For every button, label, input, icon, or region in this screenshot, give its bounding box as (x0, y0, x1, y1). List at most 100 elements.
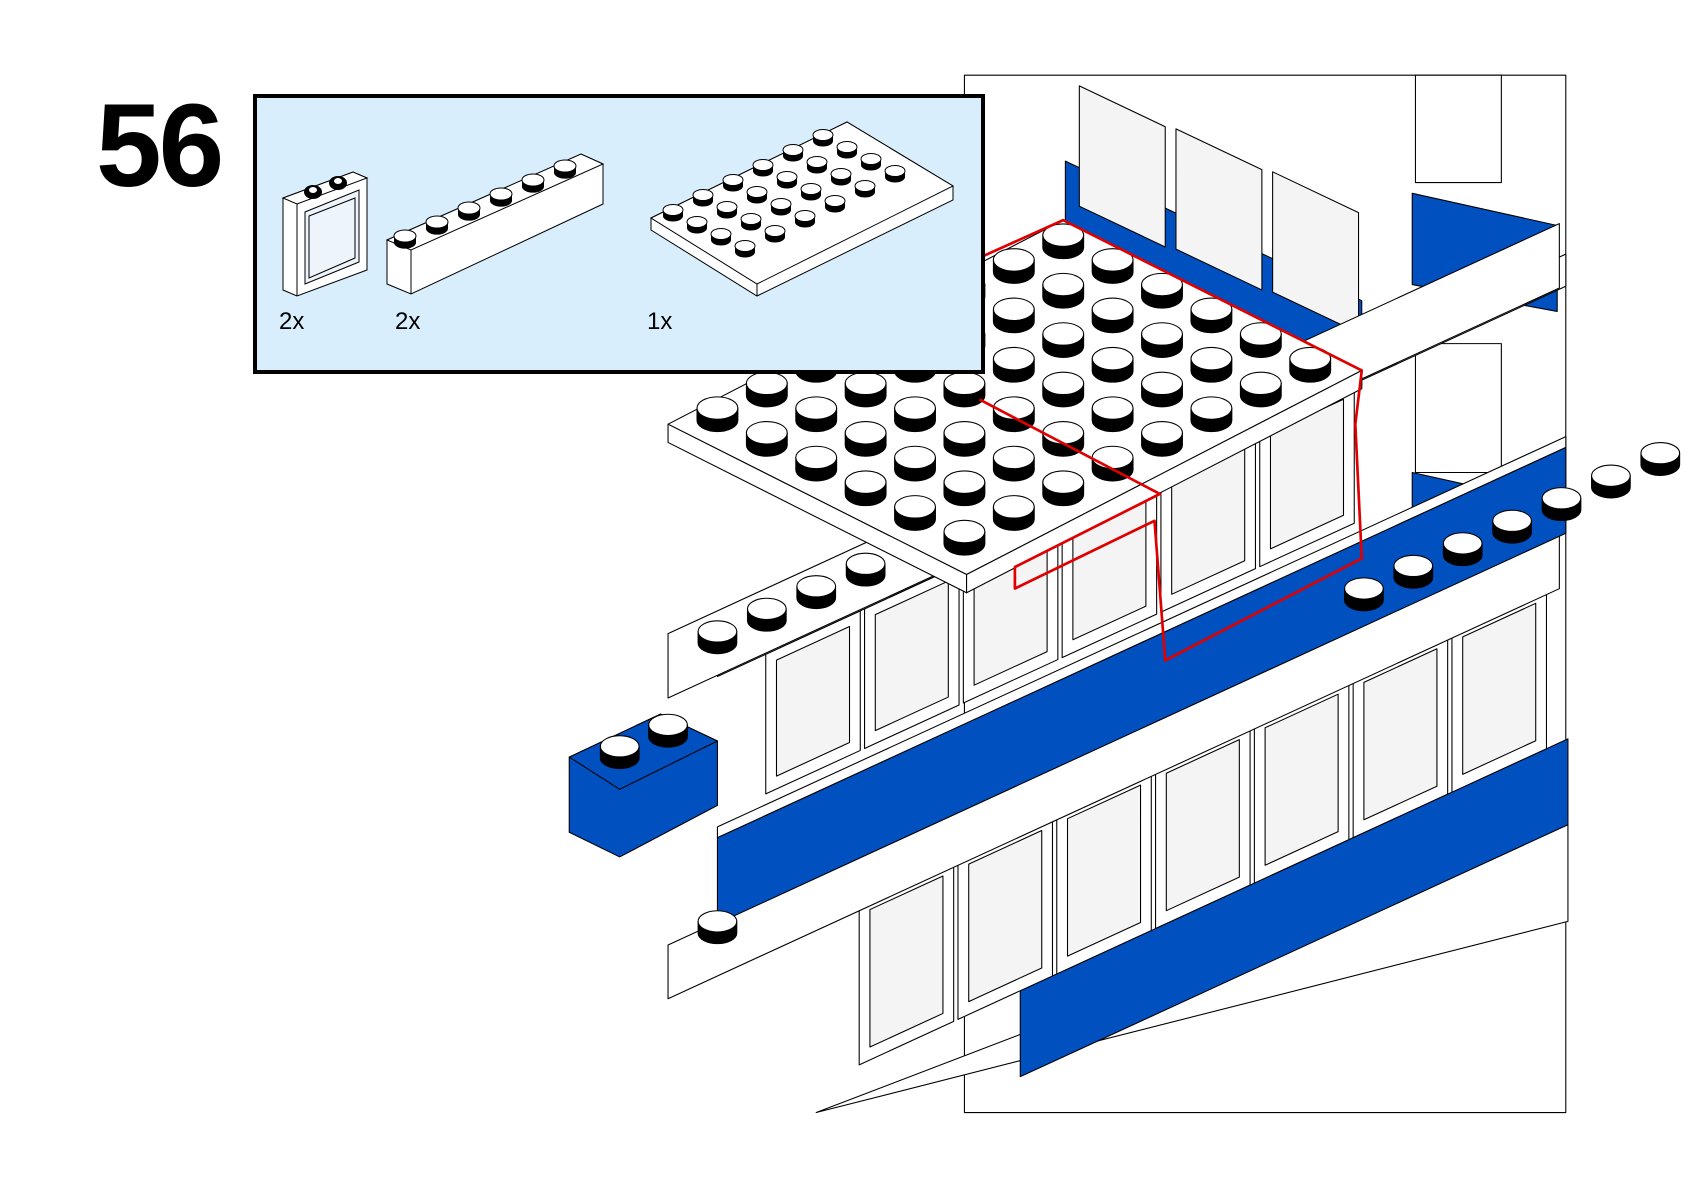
stud-top (1190, 297, 1233, 322)
stud-top (992, 248, 1035, 272)
stud-top (599, 735, 640, 758)
stud-top (894, 495, 936, 519)
plate-side (966, 369, 1363, 594)
stud-top (745, 371, 788, 396)
stud-top (648, 713, 688, 737)
stud-top (992, 495, 1035, 519)
stud-top (830, 168, 852, 180)
stud-top (752, 159, 774, 171)
stud-top (710, 228, 732, 240)
stud-top (1042, 421, 1085, 445)
stud-top (662, 204, 684, 216)
stud-top (722, 174, 744, 186)
stud-top (764, 225, 786, 237)
stud-top (1141, 272, 1183, 297)
stud-top (1239, 371, 1282, 396)
stud-top (1091, 396, 1134, 420)
stud-top (1091, 297, 1134, 322)
stud-top (457, 201, 481, 215)
stud-top (716, 201, 738, 213)
window-part-icon (281, 171, 369, 297)
stud-top (1492, 509, 1532, 532)
stud-top (824, 195, 846, 207)
window-glass (1175, 128, 1263, 291)
stud-top (1042, 223, 1085, 247)
stud-top (1091, 248, 1134, 272)
blue-band (1019, 738, 1569, 1078)
stud-top (1042, 470, 1085, 494)
stud-top (992, 445, 1035, 470)
stud-top (1091, 445, 1134, 470)
stud-top (425, 215, 449, 229)
stud-top (1591, 464, 1631, 487)
stud-top (812, 129, 834, 141)
stud-top (844, 371, 887, 396)
column (1414, 343, 1502, 474)
stud-top (1042, 272, 1085, 297)
stud-top (740, 213, 762, 225)
stud-top (794, 210, 816, 222)
stud-top (553, 159, 577, 173)
stud-top (894, 396, 936, 420)
stud-top (836, 141, 858, 153)
stud-top (795, 445, 838, 470)
stud-top (745, 421, 788, 445)
window-glass (1078, 85, 1166, 248)
stud-top (1344, 577, 1384, 600)
stud-top (393, 229, 417, 243)
stud-top (943, 421, 986, 445)
stud-top (734, 240, 756, 252)
stud-top (1239, 322, 1282, 346)
stud-top (796, 575, 837, 598)
column (1414, 74, 1502, 184)
window-glass (869, 875, 944, 1048)
part-quantity: 2x (279, 308, 305, 335)
stud-top (697, 910, 738, 933)
stud-top (884, 165, 906, 177)
stud-top (1141, 421, 1183, 445)
new-parts-highlight (978, 218, 1364, 662)
stud-top (1190, 396, 1233, 420)
stud-top (1141, 371, 1183, 396)
stud-top (1141, 322, 1183, 346)
stud-top (943, 519, 986, 544)
stud-top (1541, 487, 1582, 510)
stud-top (795, 396, 838, 420)
stud-top (686, 216, 708, 228)
stud-top (943, 470, 986, 494)
stud-top (746, 597, 787, 621)
stud-top (860, 153, 882, 165)
stud-top (992, 346, 1035, 371)
stud-top (992, 396, 1035, 420)
window-glass (968, 829, 1043, 1003)
stud-top (521, 173, 545, 187)
stud-top (894, 445, 936, 470)
stud-top (776, 171, 798, 183)
stud-top (1042, 371, 1085, 396)
stud-top (1289, 346, 1332, 371)
window-glass (1165, 739, 1240, 912)
window-glass (775, 625, 851, 777)
stud-top (800, 183, 822, 195)
stud-top (844, 421, 887, 445)
stud-top (770, 198, 792, 210)
sill (716, 436, 1567, 839)
stud-top (1442, 532, 1483, 555)
part-quantity: 1x (647, 308, 673, 335)
stud-top (943, 371, 986, 396)
window-glass (1066, 784, 1142, 957)
stud-top (845, 552, 886, 575)
stud-top (1640, 442, 1681, 465)
stud-top (489, 187, 513, 201)
stud-top (854, 180, 876, 192)
stud-top (746, 186, 768, 198)
stud-top (697, 620, 738, 643)
stud-top (1393, 554, 1434, 578)
stud-top (782, 144, 804, 156)
part-quantity: 2x (395, 308, 421, 335)
stud-top (696, 396, 739, 420)
brick-1x6-part-icon (385, 153, 605, 295)
window-glass (1264, 693, 1339, 866)
stud-top (1190, 346, 1233, 371)
